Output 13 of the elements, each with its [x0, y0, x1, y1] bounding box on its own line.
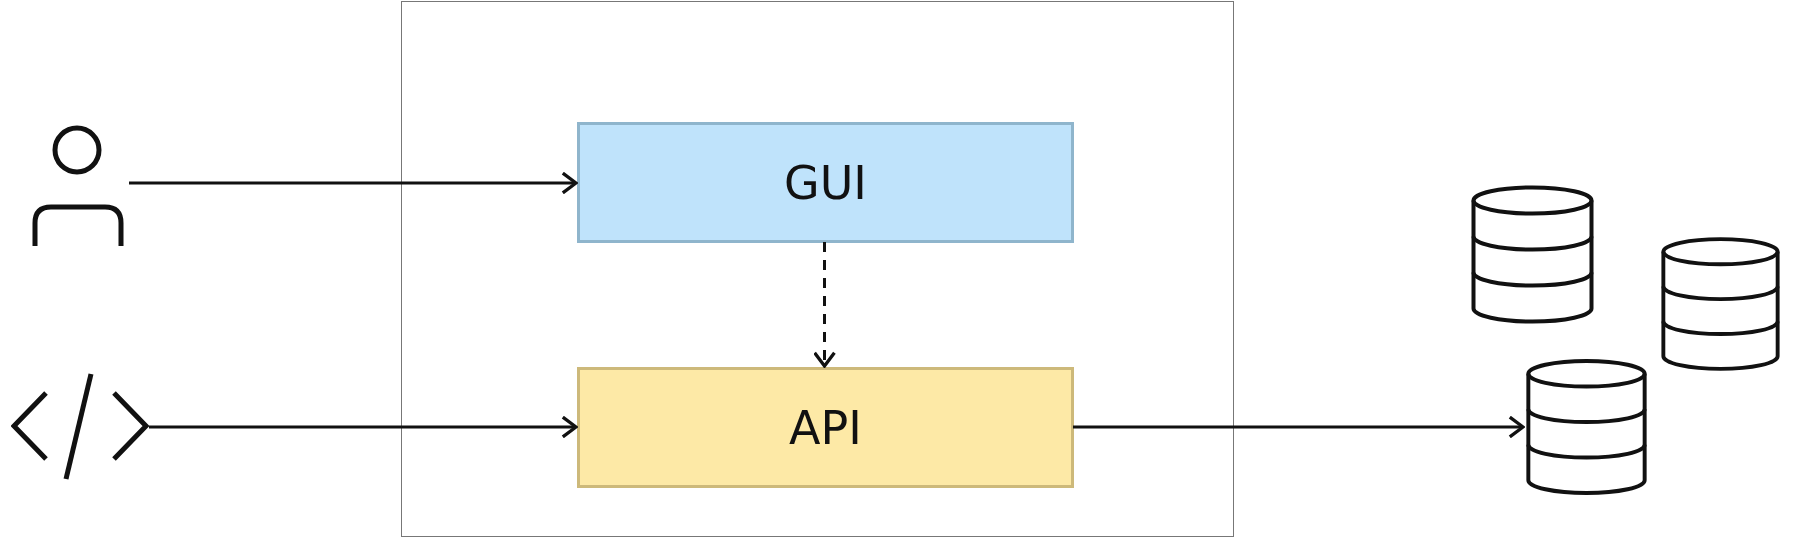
arrow	[812, 242, 837, 368]
database-cylinder	[1469, 184, 1596, 325]
layer-box	[577, 122, 1074, 243]
arrow	[1073, 415, 1525, 439]
arrow	[149, 415, 578, 439]
system-frame	[401, 1, 1234, 537]
layer-label: GUI	[784, 155, 867, 210]
database-cylinder	[1523, 358, 1650, 496]
layer-label: API	[789, 400, 862, 455]
database-cylinder	[1659, 235, 1782, 373]
layer-box	[577, 367, 1074, 488]
code-icon	[11, 371, 149, 482]
arrow	[129, 171, 578, 195]
